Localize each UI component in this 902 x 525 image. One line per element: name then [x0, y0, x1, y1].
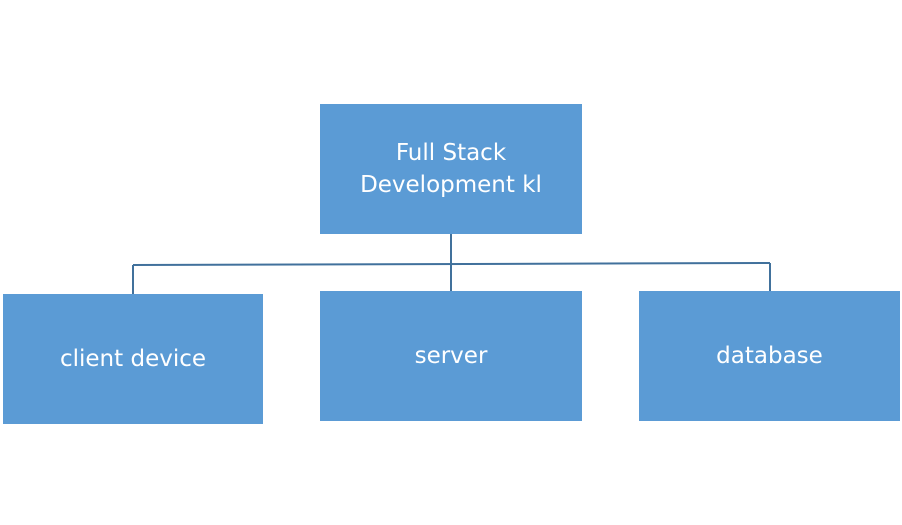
database-label: database — [716, 343, 823, 369]
root-node-label: Full Stack Development kl — [360, 140, 542, 198]
client-device-label: client device — [59, 346, 207, 372]
client-device-node: client device — [3, 294, 263, 424]
server-label: server — [414, 343, 488, 369]
server-node: server — [320, 291, 582, 421]
root-node: Full Stack Development kl — [320, 104, 582, 234]
database-node: database — [639, 291, 900, 421]
